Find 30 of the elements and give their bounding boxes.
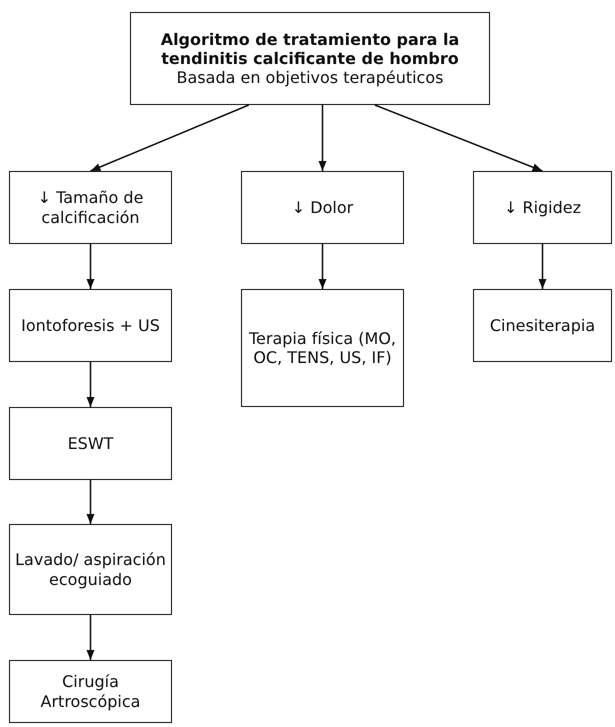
box-text: Cirugía Artroscópica	[40, 672, 142, 711]
process-box	[9, 289, 172, 362]
process-box	[9, 660, 172, 723]
process-box	[9, 407, 172, 480]
arrow	[374, 104, 543, 172]
arrow	[86, 362, 94, 407]
title-box	[130, 12, 490, 105]
box-text: Terapia física (MO, OC, TENS, US, IF)	[248, 328, 398, 368]
heading-text: Algoritmo de tratamiento para la tendinitis calcificante de hombro	[160, 30, 460, 68]
process-box	[473, 289, 612, 362]
process-box	[473, 171, 612, 244]
process-box	[9, 524, 172, 615]
arrow	[318, 105, 326, 171]
process-box	[241, 171, 404, 244]
process-box	[9, 171, 172, 244]
box-text: Lavado/ aspiración ecoguiado	[14, 550, 167, 589]
arrow	[86, 480, 94, 524]
arrow	[318, 244, 326, 289]
box-text: Iontoforesis + US	[21, 316, 160, 336]
box-text: ↓ Dolor	[292, 198, 354, 218]
arrow	[86, 615, 94, 660]
arrow	[538, 244, 546, 289]
subheading-text: Basada en objetivos terapéuticos	[176, 68, 444, 88]
box-text: ↓ Tamaño de calcificación	[36, 188, 144, 227]
box-text: Cinesiterapia	[490, 316, 596, 336]
box-text: ESWT	[68, 434, 114, 454]
process-box	[241, 289, 404, 407]
box-text: ↓ Rigidez	[504, 198, 582, 218]
arrow	[90, 104, 250, 172]
arrow	[86, 244, 94, 289]
